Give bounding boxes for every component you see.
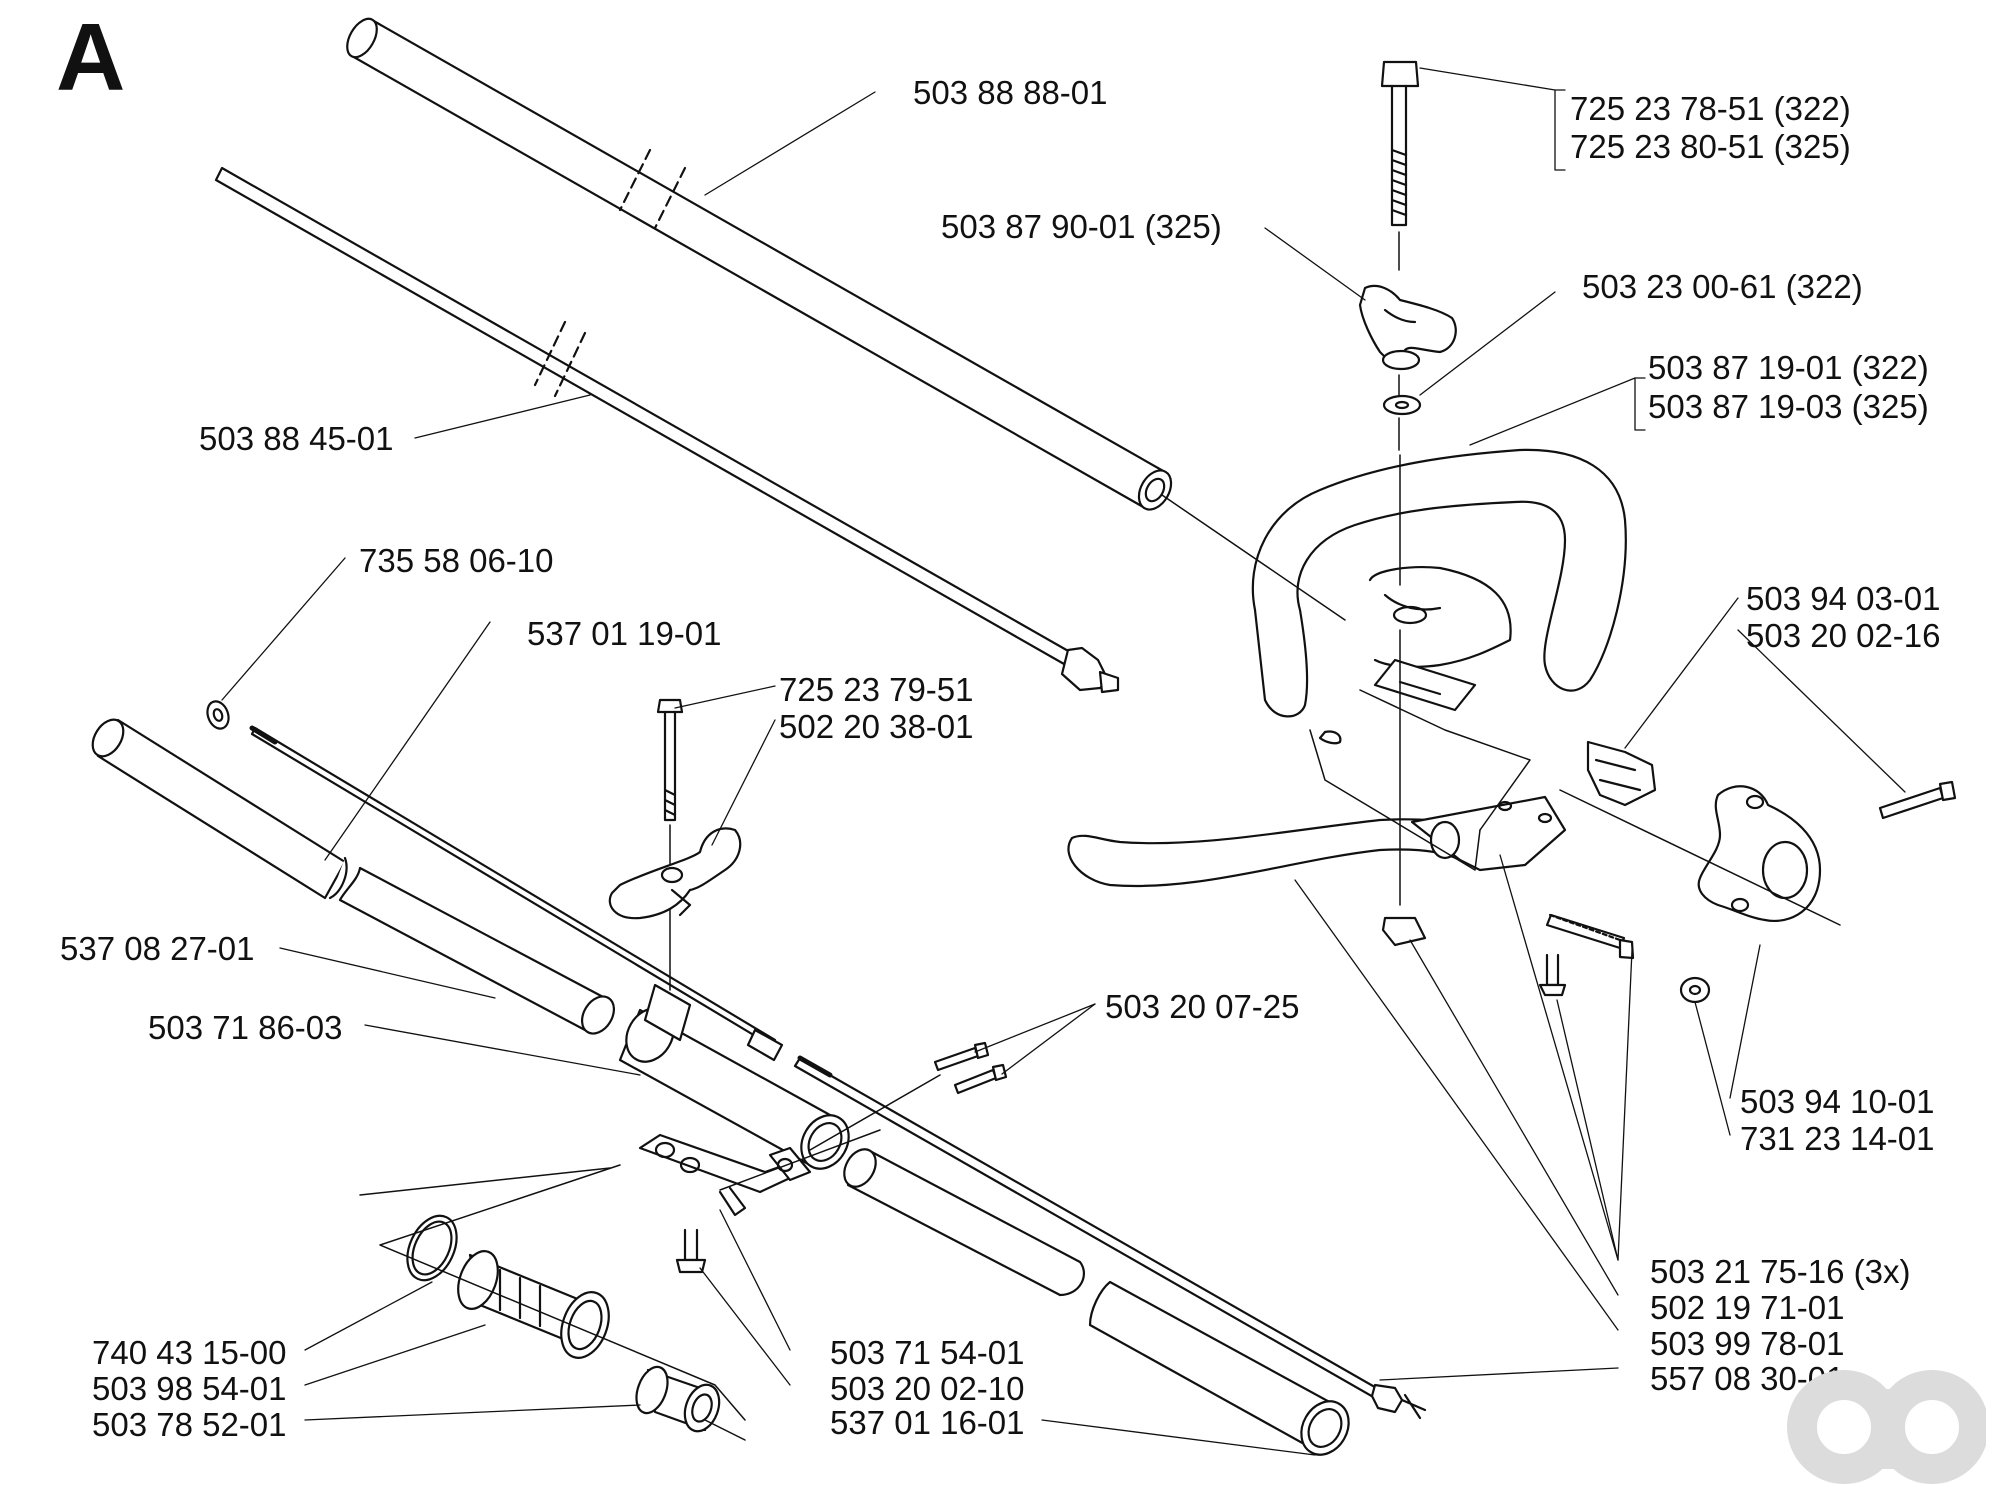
coupling-screws bbox=[933, 1041, 1008, 1095]
washer bbox=[1382, 394, 1422, 451]
part-label-503-21-75-16: 503 21 75-16 (3x) bbox=[1650, 1253, 1911, 1290]
hex-nut bbox=[1679, 976, 1711, 1004]
o-ring bbox=[406, 1214, 458, 1282]
part-label-503-20-02-16: 503 20 02-16 bbox=[1746, 617, 1941, 654]
bottom-screw bbox=[675, 1228, 707, 1274]
section-letter: A bbox=[56, 4, 126, 111]
handle-bolt bbox=[1380, 60, 1420, 271]
part-label-503-71-54-01: 503 71 54-01 bbox=[830, 1334, 1025, 1371]
bearing-nut bbox=[635, 1365, 721, 1433]
handle-lower-bar bbox=[1067, 795, 1567, 947]
part-label-503-94-03-01: 503 94 03-01 bbox=[1746, 580, 1941, 617]
part-label-731-23-14-01: 731 23 14-01 bbox=[1740, 1120, 1935, 1157]
part-label-503-87-19-03: 503 87 19-03 (325) bbox=[1648, 388, 1929, 425]
wing-knob bbox=[1358, 284, 1457, 399]
part-label-725-23-78-51: 725 23 78-51 (322) bbox=[1570, 90, 1851, 127]
small-washer bbox=[206, 700, 230, 730]
lower-drive-shaft bbox=[793, 1055, 1427, 1420]
part-label-503-94-10-01: 503 94 10-01 bbox=[1740, 1083, 1935, 1120]
part-label-735-58-06-10: 735 58 06-10 bbox=[359, 542, 554, 579]
watermark-logo bbox=[1787, 1370, 1986, 1484]
tube-section-lower bbox=[843, 1148, 1350, 1456]
loop-handle bbox=[1251, 448, 1627, 745]
part-label-503-87-19-01: 503 87 19-01 (322) bbox=[1648, 349, 1929, 386]
part-label-537-01-16-01: 537 01 16-01 bbox=[830, 1404, 1025, 1441]
part-label-503-20-07-25: 503 20 07-25 bbox=[1105, 988, 1300, 1025]
part-label-537-08-27-01: 537 08 27-01 bbox=[60, 930, 255, 967]
part-label-503-88-88-01: 503 88 88-01 bbox=[913, 74, 1108, 111]
part-label-503-88-45-01: 503 88 45-01 bbox=[199, 420, 394, 457]
part-label-725-23-80-51: 725 23 80-51 (325) bbox=[1570, 128, 1851, 165]
shaft-ferrule bbox=[746, 1028, 784, 1062]
part-label-503-78-52-01: 503 78 52-01 bbox=[92, 1406, 287, 1443]
bearing-sleeve bbox=[457, 1250, 610, 1359]
drive-shaft bbox=[214, 166, 1120, 694]
clamp-knob bbox=[608, 827, 742, 920]
leader-lines bbox=[221, 67, 1906, 1456]
part-label-503-98-54-01: 503 98 54-01 bbox=[92, 1370, 287, 1407]
handle-screws bbox=[1538, 913, 1635, 997]
part-label-725-23-79-51: 725 23 79-51 bbox=[779, 671, 974, 708]
part-label-503-71-86-03: 503 71 86-03 bbox=[148, 1009, 343, 1046]
cable-clamp bbox=[1586, 740, 1657, 807]
assembly-axis-lines bbox=[359, 454, 1841, 1441]
part-label-503-20-02-10: 503 20 02-10 bbox=[830, 1370, 1025, 1407]
part-label-503-87-90-01: 503 87 90-01 (325) bbox=[941, 208, 1222, 245]
part-label-502-20-38-01: 502 20 38-01 bbox=[779, 708, 974, 745]
part-label-502-19-71-01: 502 19 71-01 bbox=[1650, 1289, 1845, 1326]
part-label-740-43-15-00: 740 43 15-00 bbox=[92, 1334, 287, 1371]
part-label-537-01-19-01: 537 01 19-01 bbox=[527, 615, 722, 652]
housing-screw bbox=[1878, 780, 1957, 820]
clamp-bolt bbox=[656, 698, 684, 991]
part-label-503-99-78-01: 503 99 78-01 bbox=[1650, 1325, 1845, 1362]
part-label-503-23-00-61: 503 23 00-61 (322) bbox=[1582, 268, 1863, 305]
throttle-housing bbox=[1697, 785, 1822, 922]
upper-drive-tube bbox=[346, 17, 1173, 511]
tube-section-upper bbox=[91, 718, 616, 1035]
